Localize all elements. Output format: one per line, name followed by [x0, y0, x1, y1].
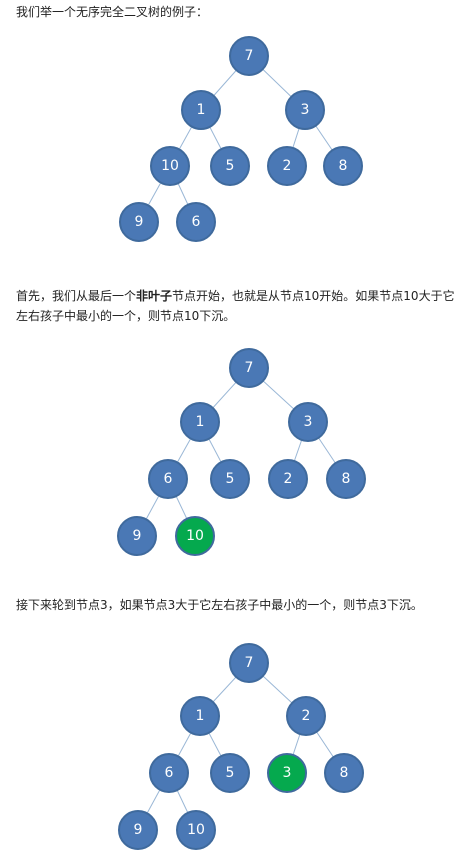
tree-node: 9: [118, 810, 158, 850]
tree-node-label: 7: [245, 48, 254, 64]
tree-node: 1: [180, 696, 220, 736]
intro-text: 我们举一个无序完全二叉树的例子：: [16, 5, 209, 19]
step1-paragraph: 首先，我们从最后一个非叶子节点开始，也就是从节点10开始。如果节点10大于它左右…: [16, 286, 466, 326]
tree-node-label: 6: [165, 765, 174, 781]
tree-node: 7: [229, 348, 269, 388]
tree-node-label: 3: [304, 414, 313, 430]
tree-node: 6: [148, 459, 188, 499]
tree-node-circle: [148, 459, 188, 499]
tree-node-circle: [210, 459, 250, 499]
tree-node-label: 3: [301, 102, 310, 118]
tree-node-circle: [229, 643, 269, 683]
tree-node-circle: [229, 348, 269, 388]
tree-node-label: 9: [133, 528, 142, 544]
tree-node-circle: [268, 459, 308, 499]
tree-node-label: 6: [164, 471, 173, 487]
tree-node-circle: [117, 516, 157, 556]
tree-node: 10: [176, 810, 216, 850]
tree-node-circle: [286, 696, 326, 736]
tree-node: 8: [324, 753, 364, 793]
tree-node-label: 9: [134, 822, 143, 838]
tree-node: 7: [229, 643, 269, 683]
tree-node-label: 10: [186, 528, 204, 544]
tree-node: 5: [210, 753, 250, 793]
tree-node-circle: [288, 402, 328, 442]
tree-node: 1: [180, 402, 220, 442]
tree-node-label: 5: [226, 158, 235, 174]
tree-node-circle: [149, 753, 189, 793]
tree-node-label: 3: [283, 765, 292, 781]
tree-node: 2: [267, 146, 307, 186]
tree-node-label: 2: [302, 708, 311, 724]
tree-node: 5: [210, 459, 250, 499]
tree-node-label: 5: [226, 471, 235, 487]
tree-node-circle: [180, 696, 220, 736]
tree-node: 2: [268, 459, 308, 499]
tree-node-circle-highlighted: [175, 516, 215, 556]
binary-tree-initial: 7 1 3 10 5 2 8 9 6: [119, 36, 363, 242]
tree-node-circle: [118, 810, 158, 850]
tree-node: 10: [150, 146, 190, 186]
tree-node-label: 2: [284, 471, 293, 487]
tree-node-label: 2: [283, 158, 292, 174]
tree-node: 2: [286, 696, 326, 736]
tree-node-circle: [119, 202, 159, 242]
tree-node: 3: [288, 402, 328, 442]
step2-paragraph: 接下来轮到节点3，如果节点3大于它左右孩子中最小的一个，则节点3下沉。: [16, 595, 466, 615]
tree-node-circle: [326, 459, 366, 499]
step2-text: 接下来轮到节点3，如果节点3大于它左右孩子中最小的一个，则节点3下沉。: [16, 598, 423, 612]
tree-node-label: 8: [340, 765, 349, 781]
tree-node-circle: [210, 146, 250, 186]
tree-node-circle: [210, 753, 250, 793]
tree-node-label: 9: [135, 214, 144, 230]
tree-node: 10: [175, 516, 215, 556]
step1-text-bold: 非叶子: [136, 289, 173, 303]
tree-node-label: 1: [197, 102, 206, 118]
tree-node-label: 7: [245, 655, 254, 671]
binary-tree-step1: 7 1 3 6 5 2 8 9 10: [117, 348, 366, 556]
tree-node: 3: [285, 90, 325, 130]
tree-node-circle-highlighted: [267, 753, 307, 793]
tree-node-label: 1: [196, 414, 205, 430]
tree-node-circle: [181, 90, 221, 130]
step1-text-post: 节点开始，也就是从节点10开始。如果节点10大于它左右孩子中最小的一个，则节点1…: [16, 289, 455, 323]
tree-node-circle: [150, 146, 190, 186]
tree-node-circle: [324, 753, 364, 793]
step1-text-pre: 首先，我们从最后一个: [16, 289, 137, 303]
tree-node-label: 10: [161, 158, 179, 174]
tree-node: 5: [210, 146, 250, 186]
tree-node-label: 7: [245, 360, 254, 376]
tree-node: 3: [267, 753, 307, 793]
tree-node: 8: [323, 146, 363, 186]
tree-node-circle: [180, 402, 220, 442]
intro-paragraph: 我们举一个无序完全二叉树的例子：: [16, 2, 466, 22]
tree-node-circle: [267, 146, 307, 186]
tree-node: 9: [117, 516, 157, 556]
tree-node: 1: [181, 90, 221, 130]
tree-node: 6: [176, 202, 216, 242]
tree-node: 9: [119, 202, 159, 242]
tree-node-circle: [229, 36, 269, 76]
tree-node-label: 10: [187, 822, 205, 838]
tree-node-circle: [323, 146, 363, 186]
tree-node-label: 1: [196, 708, 205, 724]
tree-node-circle: [176, 810, 216, 850]
tree-node: 8: [326, 459, 366, 499]
tree-node-circle: [176, 202, 216, 242]
tree-node-label: 8: [342, 471, 351, 487]
tree-node-circle: [285, 90, 325, 130]
tree-node: 7: [229, 36, 269, 76]
tree-node-label: 5: [226, 765, 235, 781]
tree-node: 6: [149, 753, 189, 793]
tree-node-label: 8: [339, 158, 348, 174]
binary-tree-step2: 7 1 2 6 5 3 8 9 10: [118, 643, 364, 850]
tree-node-label: 6: [192, 214, 201, 230]
